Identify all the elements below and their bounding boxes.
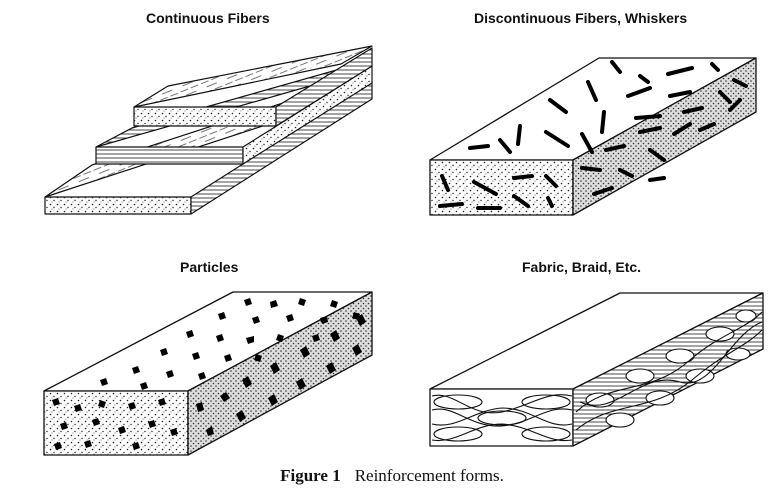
panel-title-particles: Particles [180,259,239,275]
figure-caption: Figure 1 Reinforcement forms. [0,466,784,486]
weave-front [431,394,573,442]
panel-title-fabric-braid: Fabric, Braid, Etc. [522,259,642,275]
panel-title-continuous-fibers: Continuous Fibers [146,10,270,26]
whiskers [438,60,748,210]
particle-inclusions [52,298,366,450]
panel-title-discontinuous-fibers: Discontinuous Fibers, Whiskers [474,10,688,26]
discontinuous-fibers-illustration [429,57,757,216]
continuous-fibers-illustration [44,45,373,215]
figure-caption-text: Reinforcement forms. [354,466,504,485]
figure-label: Figure 1 [280,466,341,485]
weave-side [575,309,763,431]
